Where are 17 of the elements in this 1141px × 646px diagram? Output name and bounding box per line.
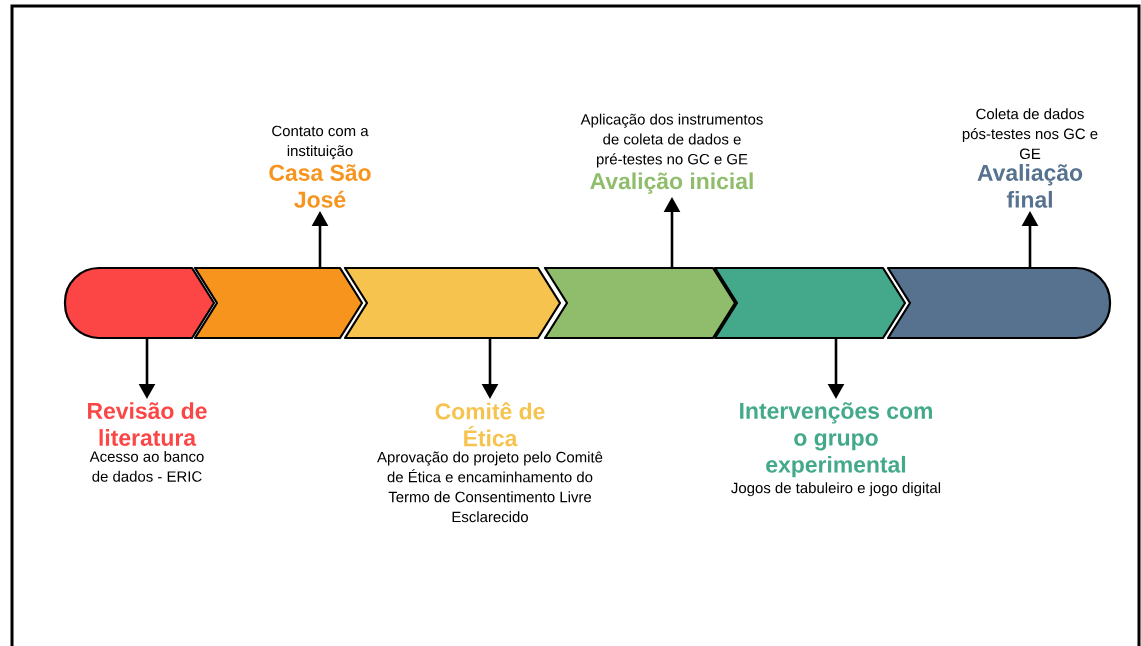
step-description: Aprovação do projeto pelo Comitê de Ética e encaminhamento do Termo de Consentimento Livre Esclarecido [377, 451, 603, 523]
step-title: Avaliação final [977, 164, 1083, 208]
step-title: Casa São José [269, 164, 371, 208]
step-title: Intervenções com o grupo experimental [740, 402, 932, 478]
step-title: Avalição inicial [590, 172, 753, 194]
step-description: Aplicação dos instrumentos de coleta de dados e pré-testes no GC e GE [580, 113, 763, 168]
step-description: Jogos de tabuleiro e jogo digital [731, 482, 941, 497]
timeline-segment [713, 266, 907, 340]
step-title: Revisão de literatura [88, 402, 207, 446]
timeline-segment [343, 266, 562, 340]
timeline-segment [63, 266, 216, 340]
step-description: Contato com a instituição [272, 125, 369, 160]
timeline-segment [886, 266, 1112, 340]
timeline-segment [543, 266, 737, 340]
step-description: Coleta de dados pós-testes nos GC e GE [962, 108, 1098, 160]
step-description: Acesso ao banco de dados - ERIC [89, 450, 204, 482]
step-title: Comitê de Ética [435, 402, 545, 447]
